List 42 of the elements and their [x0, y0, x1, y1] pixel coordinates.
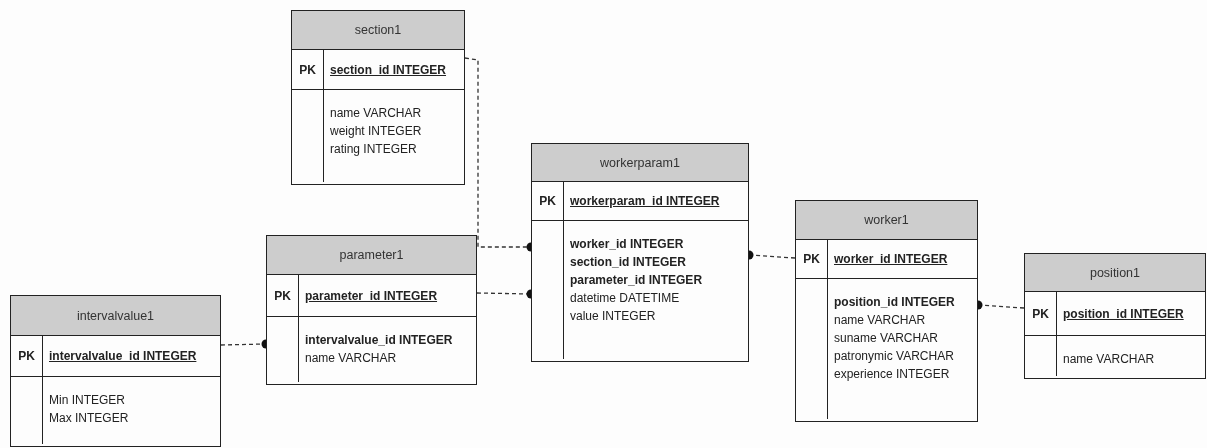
table-name: worker1 [864, 213, 909, 227]
column-field: rating INTEGER [330, 140, 458, 158]
table-name: position1 [1089, 265, 1140, 280]
primary-key-field: workerparam_id INTEGER [570, 194, 742, 208]
primary-key-field: intervalvalue_id INTEGER [49, 349, 214, 363]
column-field: patronymic VARCHAR [834, 347, 971, 365]
column-field: experience INTEGER [834, 365, 971, 383]
table-name: section1 [354, 23, 402, 37]
entity-table [795, 200, 978, 422]
column-field: name VARCHAR [305, 349, 470, 367]
primary-key-field: parameter_id INTEGER [305, 288, 470, 303]
column-field: value INTEGER [570, 307, 742, 325]
key-label: PK [299, 62, 316, 77]
column-field: Max INTEGER [49, 409, 214, 427]
table-name: workerparam1 [600, 155, 680, 170]
entity-table [1024, 253, 1206, 379]
column-field: name VARCHAR [330, 104, 458, 122]
column-field: name VARCHAR [1063, 350, 1199, 368]
column-field: weight INTEGER [330, 122, 458, 140]
key-label: PK [539, 194, 556, 208]
key-label: PK [1032, 306, 1049, 321]
column-field: suname VARCHAR [834, 329, 971, 347]
column-field: Min INTEGER [49, 391, 214, 409]
primary-key-field: worker_id INTEGER [834, 252, 971, 266]
entity-table [531, 143, 749, 362]
primary-key-field: position_id INTEGER [1063, 306, 1199, 321]
key-label: PK [274, 288, 291, 303]
table-name: intervalvalue1 [76, 308, 155, 323]
column-field: parameter_id INTEGER [570, 271, 742, 289]
entity-table [291, 10, 465, 185]
table-name: parameter1 [339, 248, 404, 262]
column-field: worker_id INTEGER [570, 235, 742, 253]
column-field: intervalvalue_id INTEGER [305, 331, 470, 349]
primary-key-field: section_id INTEGER [330, 62, 458, 77]
entity-table [266, 235, 477, 385]
column-field: datetime DATETIME [570, 289, 742, 307]
entity-table [10, 295, 221, 447]
column-field: section_id INTEGER [570, 253, 742, 271]
key-label: PK [18, 349, 35, 363]
column-field: position_id INTEGER [834, 293, 971, 311]
key-label: PK [803, 252, 820, 266]
column-field: name VARCHAR [834, 311, 971, 329]
